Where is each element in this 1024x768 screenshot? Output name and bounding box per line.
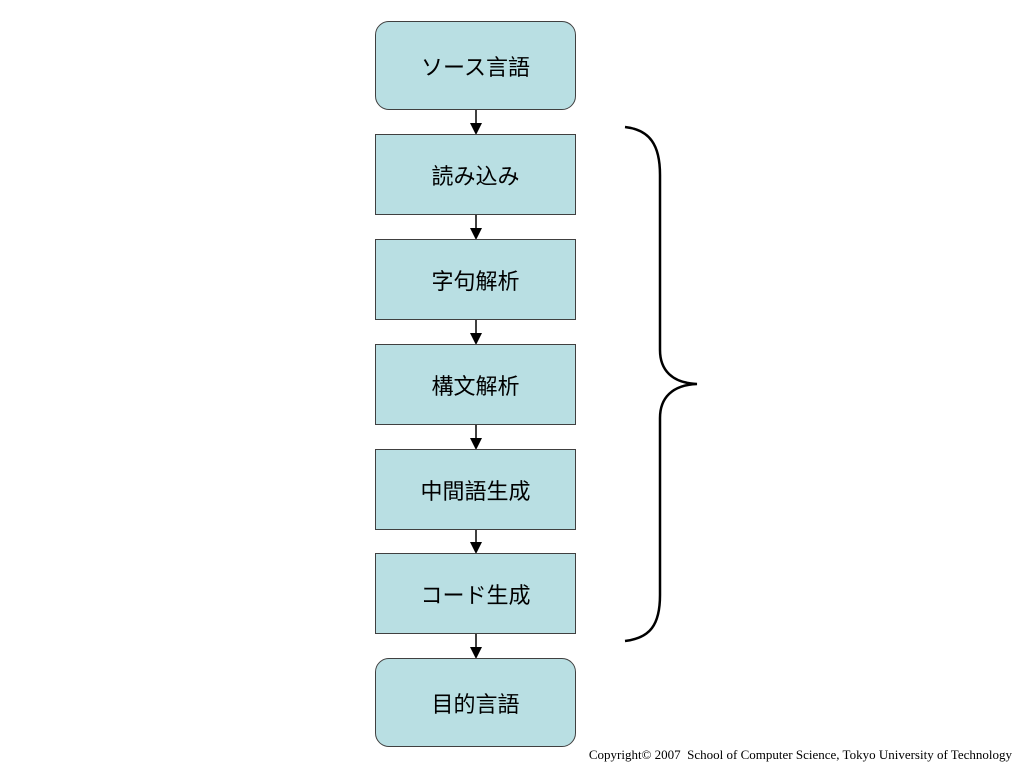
copyright-footer: Copyright© 2007 School of Computer Scien… [588, 747, 1012, 762]
node-lexical-analysis: 字句解析 [375, 239, 576, 320]
node-target-language: 目的言語 [375, 658, 576, 747]
node-syntax-analysis: 構文解析 [375, 344, 576, 425]
curly-brace [624, 125, 698, 643]
node-reading: 読み込み [375, 134, 576, 215]
node-code-generation: コード生成 [375, 553, 576, 634]
node-label: コード生成 [420, 583, 531, 609]
node-label: 構文解析 [431, 374, 520, 400]
node-label: ソース言語 [421, 55, 530, 81]
node-label: 字句解析 [431, 269, 520, 295]
node-label: 中間語生成 [420, 479, 531, 505]
node-intermediate-code-generation: 中間語生成 [375, 449, 576, 530]
node-label: 読み込み [431, 164, 520, 190]
node-label: 目的言語 [431, 692, 520, 718]
node-source-language: ソース言語 [375, 21, 576, 110]
